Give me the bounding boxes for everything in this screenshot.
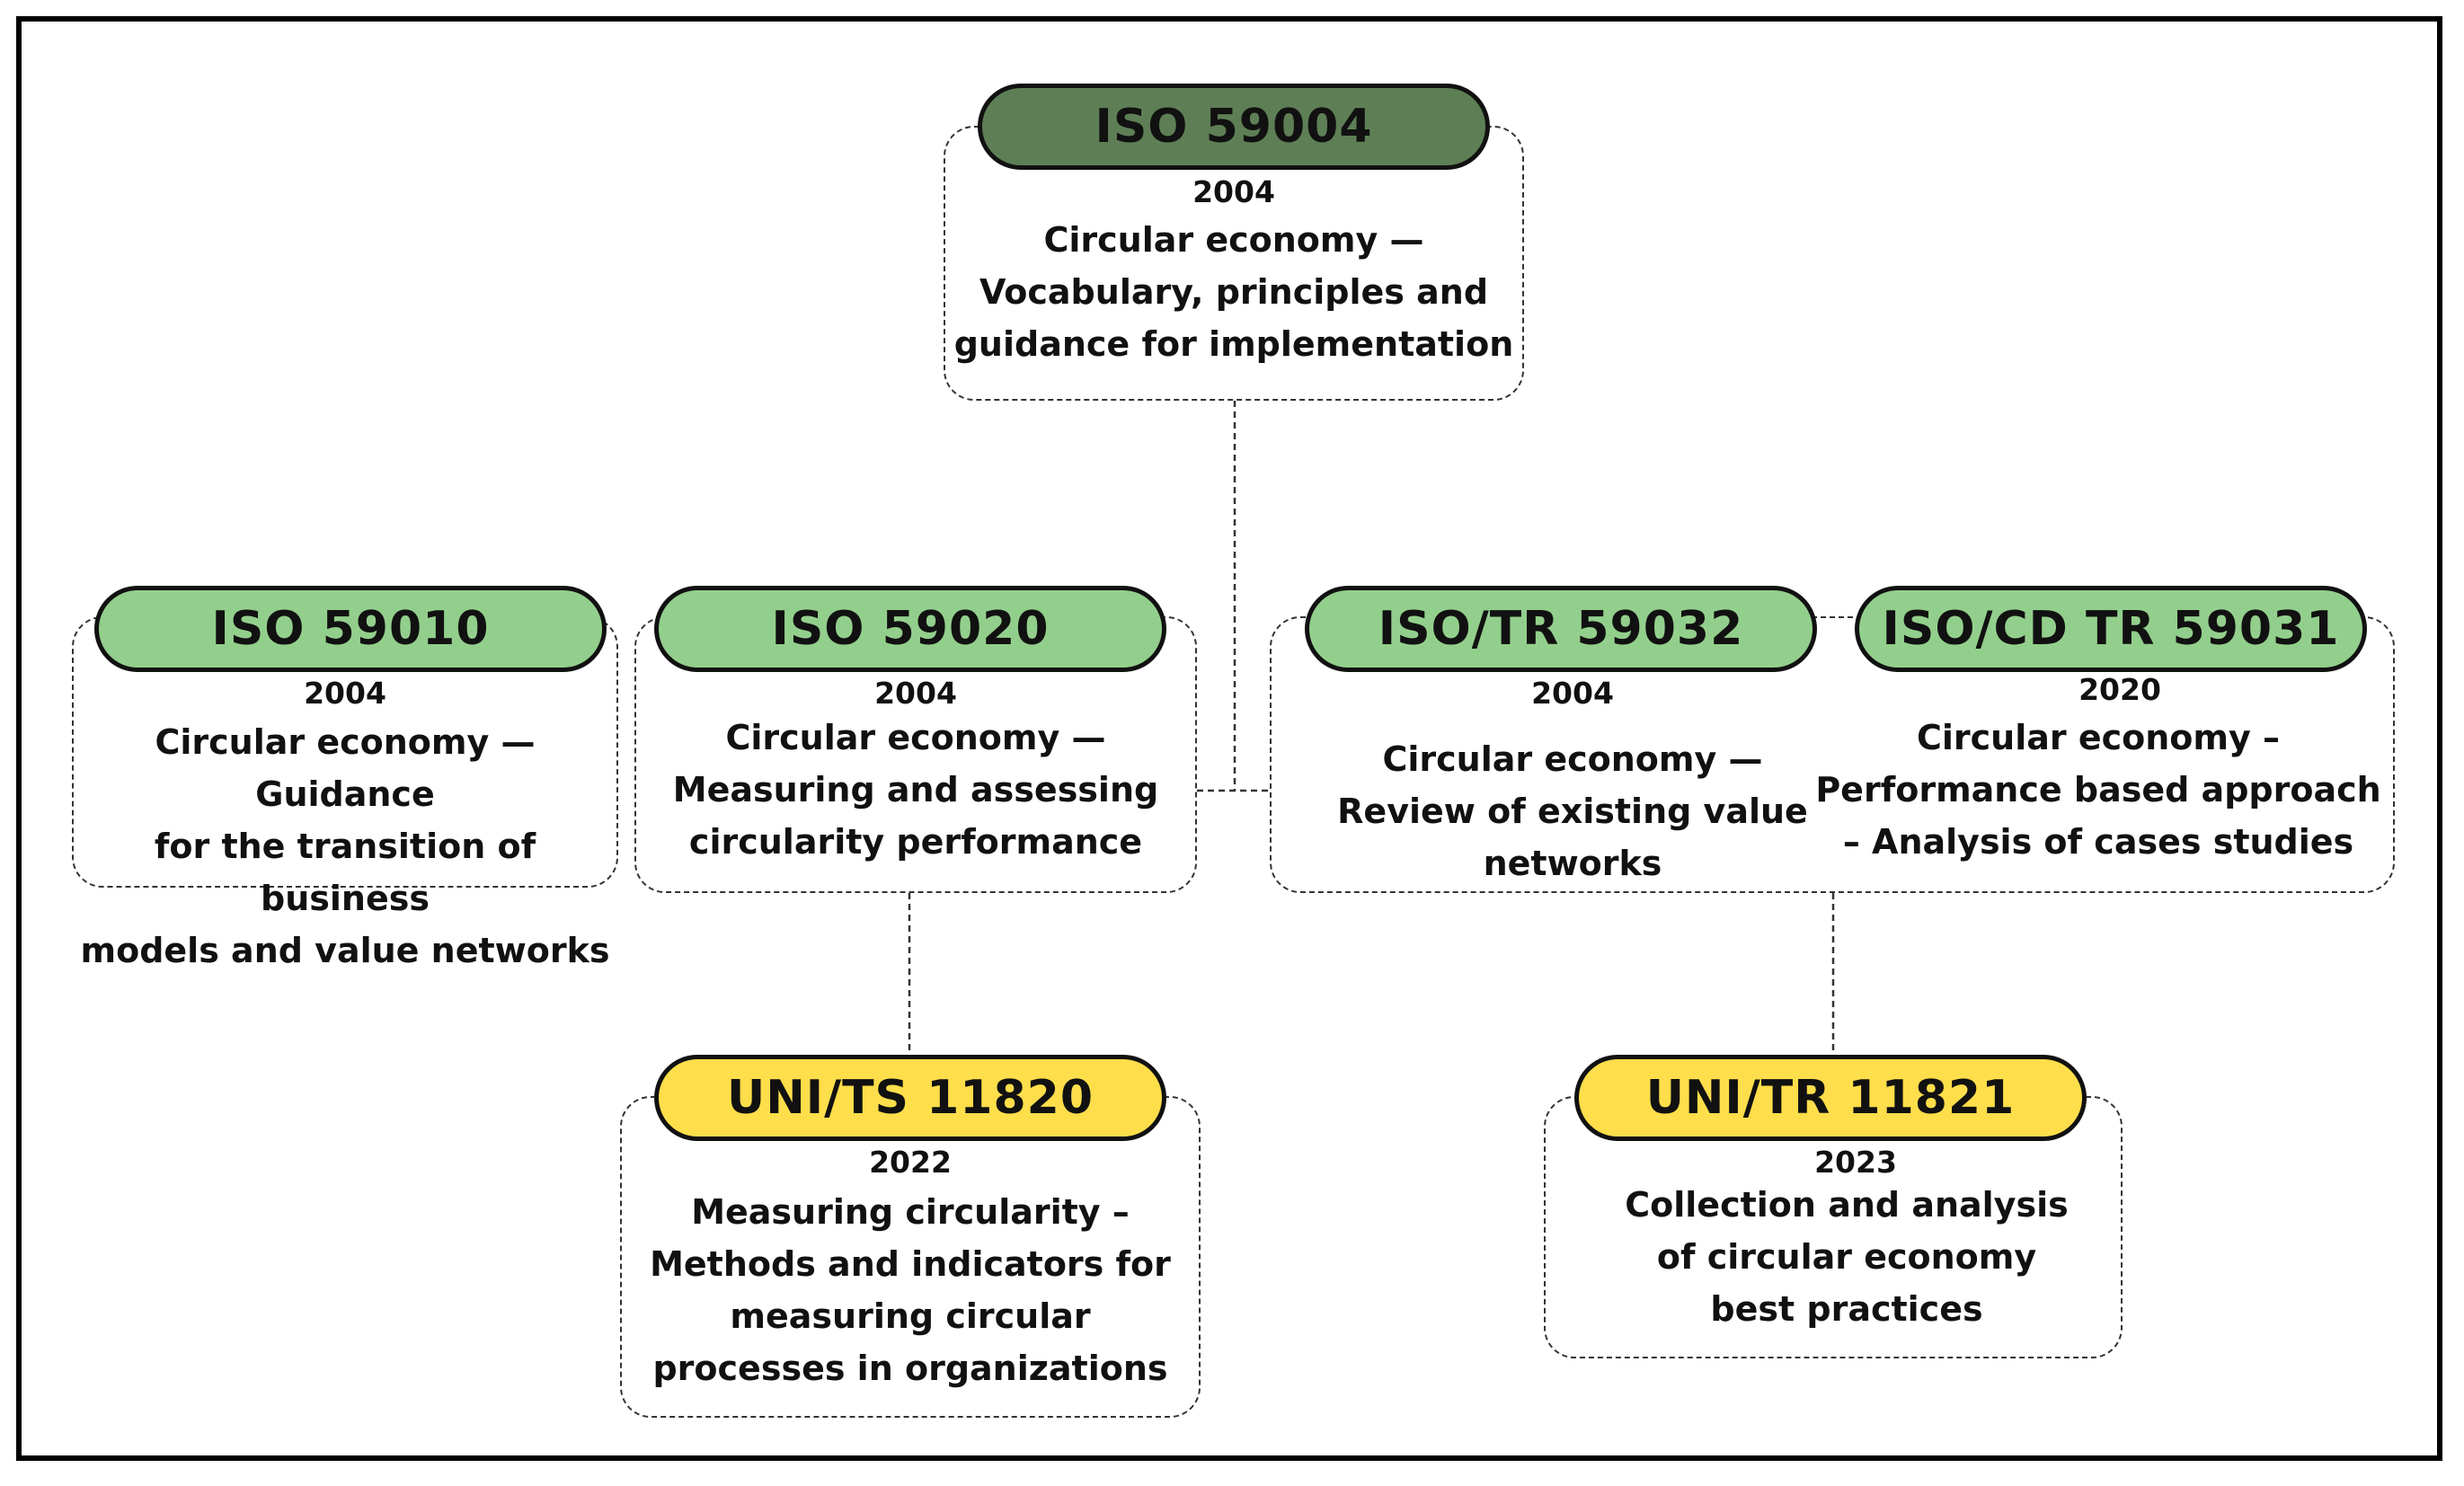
isotr59032-description: Circular economy — Review of existing va…	[1337, 739, 1808, 883]
diagram-frame	[16, 16, 2442, 1461]
iso59004-card	[944, 126, 1524, 401]
iso59010-title: ISO 59010	[94, 586, 607, 672]
units11820-card	[620, 1096, 1201, 1418]
isocdtr59031-title: ISO/CD TR 59031	[1855, 586, 2367, 672]
iso59004-description: Circular economy — Vocabulary, principle…	[953, 220, 1514, 364]
units11820-year: 2022	[869, 1145, 952, 1180]
iso59010-description: Circular economy — Guidance for the tran…	[80, 722, 610, 970]
isocdtr59031-description: Circular economy – Performance based app…	[1815, 718, 2381, 862]
iso59020-description: Circular economy — Measuring and assessi…	[672, 718, 1159, 862]
unitr11821-description: Collection and analysis of circular econ…	[1625, 1185, 2069, 1329]
unitr11821-year: 2023	[1814, 1145, 1897, 1180]
isotr59032-title: ISO/TR 59032	[1305, 586, 1817, 672]
iso59004-title: ISO 59004	[978, 84, 1490, 170]
iso59004-year: 2004	[1192, 174, 1275, 209]
units11820-title: UNI/TS 11820	[654, 1055, 1166, 1141]
iso59010-year: 2004	[304, 676, 386, 711]
iso59020-title: ISO 59020	[654, 586, 1166, 672]
units11820-description: Measuring circularity – Methods and indi…	[650, 1192, 1171, 1388]
isocdtr59031-year: 2020	[2078, 672, 2161, 707]
iso59020-year: 2004	[874, 676, 957, 711]
unitr11821-title: UNI/TR 11821	[1574, 1055, 2087, 1141]
isotr59032-year: 2004	[1531, 676, 1614, 711]
